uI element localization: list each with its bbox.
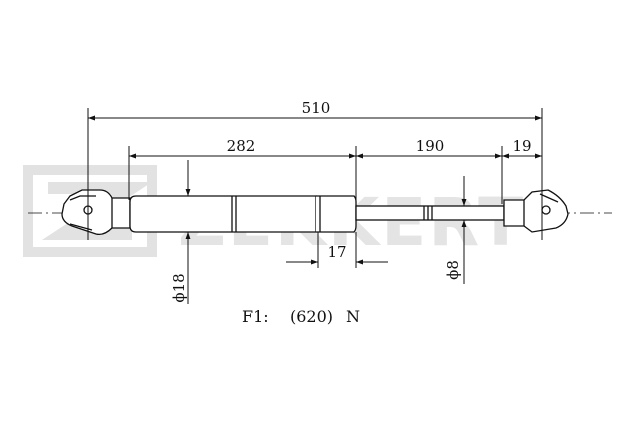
dim-rod-diameter-label: ϕ8 (444, 260, 462, 280)
force-value: (620) (290, 307, 333, 326)
dim-rod-length-label: 190 (416, 137, 445, 155)
dim-body-length-label: 282 (227, 137, 256, 155)
dim-body-end-length (286, 232, 388, 268)
right-end-fitting (503, 189, 569, 233)
force-spec: F1: (620) N (242, 307, 360, 326)
piston-rod (355, 205, 505, 221)
cylinder-body (129, 195, 357, 233)
force-unit: N (346, 307, 360, 326)
dim-end-length-label: 19 (512, 137, 531, 155)
dim-overall-length-label: 510 (302, 99, 331, 117)
dim-body-diameter (180, 160, 200, 304)
force-label: F1: (242, 307, 269, 326)
dim-overall-length (87, 108, 543, 240)
dim-body-end-length-label: 17 (327, 243, 346, 261)
dim-body-diameter-label: ϕ18 (170, 273, 188, 302)
